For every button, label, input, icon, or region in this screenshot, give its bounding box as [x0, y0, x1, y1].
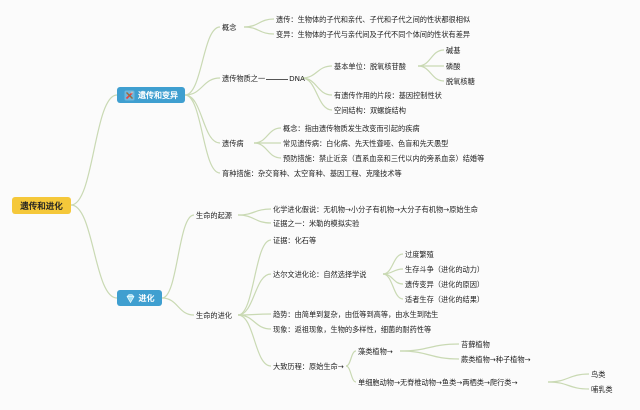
- node-history[interactable]: 大致历程：原始生命→: [273, 362, 344, 371]
- unit-base[interactable]: 碱基: [446, 46, 461, 55]
- connector-line: [243, 26, 275, 35]
- node-algae[interactable]: 藻类植物→: [358, 347, 393, 356]
- node-origin-of-life[interactable]: 生命的起源: [196, 211, 232, 220]
- connector-line: [253, 142, 282, 159]
- root-node[interactable]: 遗传和进化: [12, 197, 71, 214]
- node-breeding[interactable]: 育种措施：杂交育种、太空育种、基因工程、克隆技术等: [222, 169, 402, 178]
- connector-line: [301, 77, 333, 96]
- connector-line: [70, 94, 118, 206]
- connector-line: [345, 365, 357, 383]
- connector-line: [253, 127, 282, 144]
- connector-line: [417, 65, 445, 82]
- origin-evidence[interactable]: 证据之一：米勒的模拟实验: [273, 219, 360, 228]
- connector-line: [243, 18, 275, 28]
- node-darwin[interactable]: 达尔文进化论：自然选择学说: [273, 270, 367, 279]
- node-evolution-of-life[interactable]: 生命的进化: [196, 311, 232, 320]
- connector-line: [301, 77, 333, 111]
- unit-phosphate[interactable]: 磷酸: [446, 62, 461, 71]
- connector-line: [417, 49, 445, 67]
- connector-line: [399, 350, 460, 360]
- branch-evolution-label: 进化: [138, 293, 155, 303]
- branch-heredity[interactable]: 遗传和变异: [117, 87, 185, 103]
- tools-icon: [124, 90, 135, 101]
- origin-hypothesis[interactable]: 化学进化假说：无机物→小分子有机物→大分子有机物→原始生命: [273, 205, 478, 214]
- connector-line: [237, 214, 272, 224]
- connector-line: [345, 350, 357, 367]
- evo-trend[interactable]: 趋势：由简单到复杂，由低等到高等，由水生到陆生: [273, 310, 439, 319]
- concept-heredity[interactable]: 遗传：生物体的子代和亲代、子代和子代之间的性状都很相似: [276, 15, 471, 24]
- branch-evolution[interactable]: 进化: [117, 290, 162, 306]
- node-structure[interactable]: 空间结构：双螺旋结构: [334, 106, 406, 115]
- darwin-struggle[interactable]: 生存斗争（进化的动力）: [405, 265, 485, 274]
- concept-variation[interactable]: 变异：生物体的子代与亲代间及子代不同个体间的性状有差异: [276, 30, 471, 39]
- branch-heredity-label: 遗传和变异: [138, 90, 178, 100]
- evo-phenomenon[interactable]: 现象：返祖现象，生物的多样性，细菌的耐药性等: [273, 325, 432, 334]
- connector-line: [237, 208, 272, 216]
- connector-line: [399, 343, 460, 352]
- connector-line: [382, 273, 404, 300]
- connector-line: [161, 297, 195, 316]
- connector-line: [237, 239, 272, 316]
- dash-line: [266, 78, 289, 80]
- connector-line: [161, 214, 195, 299]
- connector-line: [184, 26, 221, 96]
- connector-line: [547, 381, 590, 390]
- connector-line: [237, 273, 272, 316]
- connector-line: [237, 314, 272, 367]
- genetic-material-prefix: 遗传物质之一: [222, 74, 266, 83]
- disease-common[interactable]: 常见遗传病：白化病、先天性聋哑、色盲和先天愚型: [283, 139, 449, 148]
- plant-ferns-seeds[interactable]: 蕨类植物→种子植物→: [461, 355, 531, 364]
- unit-deoxyribose[interactable]: 脱氧核糖: [446, 77, 475, 86]
- connector-line: [184, 94, 221, 174]
- node-basic-unit[interactable]: 基本单位：脱氧核苷酸: [334, 62, 406, 71]
- connector-line: [301, 65, 333, 79]
- disease-concept[interactable]: 概念：指由遗传物质发生改变而引起的疾病: [283, 124, 420, 133]
- disease-prevention[interactable]: 预防措施：禁止近亲（直系血亲和三代以内的旁系血亲）结婚等: [283, 154, 485, 163]
- node-concept[interactable]: 概念: [222, 23, 237, 32]
- node-gene[interactable]: 有遗传作用的片段：基因控制性状: [334, 91, 442, 100]
- connector-line: [547, 373, 590, 383]
- darwin-variation[interactable]: 遗传变异（进化的原因）: [405, 280, 485, 289]
- node-animals[interactable]: 单细胞动物→无脊椎动物→鱼类→两栖类→爬行类→: [358, 378, 518, 387]
- darwin-survival[interactable]: 适者生存（进化的结果）: [405, 295, 485, 304]
- connector-line: [184, 77, 221, 96]
- evo-evidence[interactable]: 证据：化石等: [273, 236, 317, 245]
- plant-bryophytes[interactable]: 苔藓植物: [461, 340, 490, 349]
- animal-birds[interactable]: 鸟类: [591, 370, 606, 379]
- gem-icon: [125, 293, 136, 304]
- genetic-material-dna: DNA: [289, 74, 305, 83]
- connector-line: [70, 204, 118, 299]
- node-genetic-disease[interactable]: 遗传病: [222, 139, 244, 148]
- connector-line: [382, 268, 404, 275]
- darwin-overproduction[interactable]: 过度繁殖: [405, 250, 434, 259]
- animal-mammals[interactable]: 哺乳类: [591, 385, 613, 394]
- node-genetic-material[interactable]: 遗传物质之一 DNA: [222, 74, 305, 83]
- connector-line: [184, 94, 221, 144]
